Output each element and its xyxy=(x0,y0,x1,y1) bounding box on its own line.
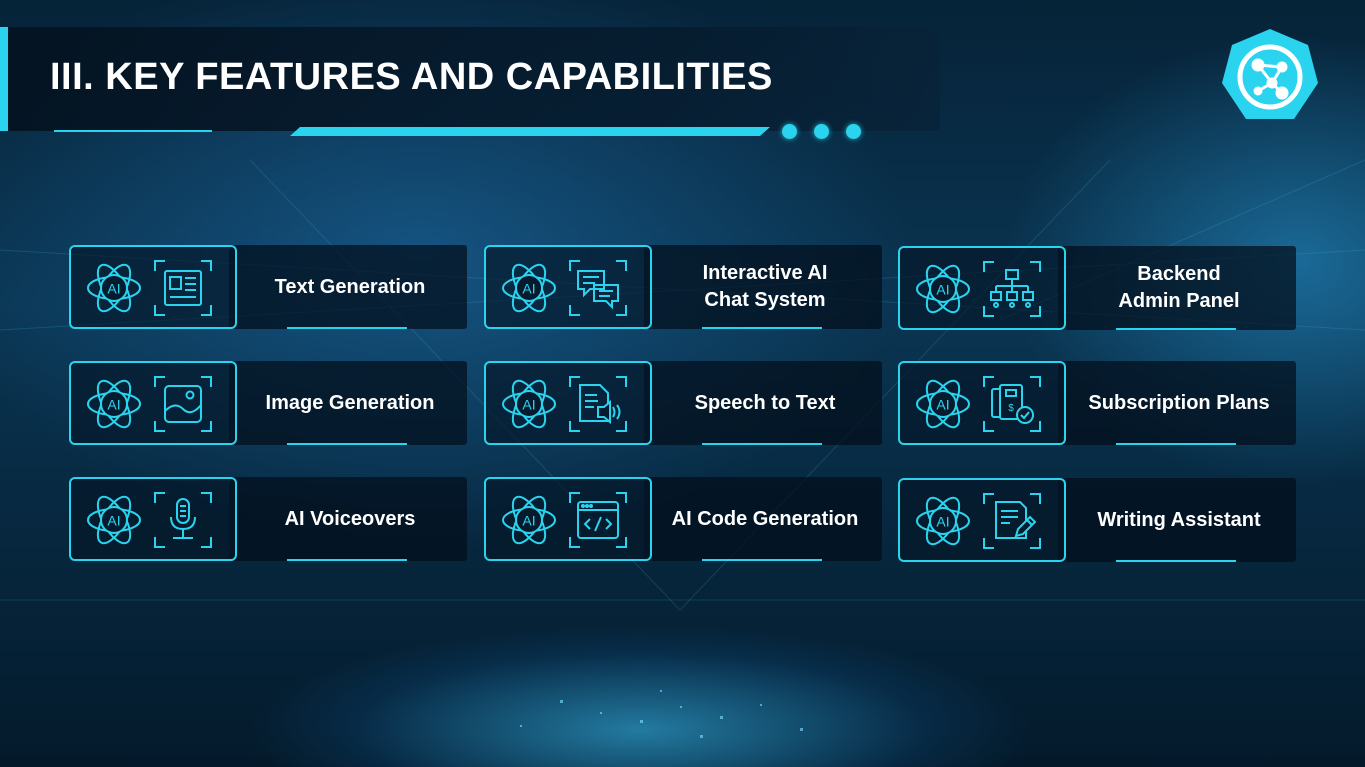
card-underline xyxy=(1116,328,1236,330)
ai-atom-icon xyxy=(500,259,558,317)
hierarchy-icon xyxy=(982,260,1042,318)
feature-label: Backend Admin Panel xyxy=(1118,263,1240,312)
speech-document-icon xyxy=(568,375,628,433)
icon-box xyxy=(484,477,652,561)
feature-card-ai-voiceovers: AI Voiceovers xyxy=(69,477,467,561)
card-underline xyxy=(702,559,822,561)
page-title: III. KEY FEATURES AND CAPABILITIES xyxy=(50,56,773,98)
network-logo-icon xyxy=(1222,29,1318,119)
feature-card-subscription-plans: $ Subscription Plans xyxy=(898,361,1296,445)
card-underline xyxy=(1116,443,1236,445)
ai-atom-icon xyxy=(85,259,143,317)
feature-card-writing-assistant: Writing Assistant xyxy=(898,478,1296,562)
feature-label: Subscription Plans xyxy=(1088,391,1270,414)
decor-dot xyxy=(814,124,829,139)
svg-text:$: $ xyxy=(1008,403,1014,414)
feature-label: AI Code Generation xyxy=(671,507,859,530)
decor-dot xyxy=(846,124,861,139)
title-underline-long xyxy=(290,127,770,136)
ai-atom-icon xyxy=(914,492,972,550)
ai-atom-icon xyxy=(85,491,143,549)
subscription-icon: $ xyxy=(982,375,1042,433)
feature-label: Writing Assistant xyxy=(1097,508,1261,531)
icon-box xyxy=(484,245,652,329)
card-background xyxy=(644,361,882,445)
feature-label: AI Voiceovers xyxy=(284,507,416,530)
feature-card-speech-to-text: Speech to Text xyxy=(484,361,882,445)
title-bar xyxy=(0,27,940,131)
feature-label: Image Generation xyxy=(265,391,435,414)
card-underline xyxy=(1116,560,1236,562)
ai-atom-icon xyxy=(500,491,558,549)
microphone-icon xyxy=(153,491,213,549)
edit-document-icon xyxy=(982,492,1042,550)
decor-dot xyxy=(782,124,797,139)
chat-bubbles-icon xyxy=(568,259,628,317)
card-underline xyxy=(702,327,822,329)
icon-box xyxy=(69,361,237,445)
icon-box: $ xyxy=(898,361,1066,445)
card-background xyxy=(229,245,467,329)
card-background xyxy=(644,477,882,561)
icon-box xyxy=(898,246,1066,330)
card-background xyxy=(1058,361,1296,445)
image-icon xyxy=(153,375,213,433)
ai-atom-icon xyxy=(914,260,972,318)
card-underline xyxy=(702,443,822,445)
feature-label: Interactive AI Chat System xyxy=(702,262,828,311)
card-underline xyxy=(287,443,407,445)
card-background xyxy=(1058,478,1296,562)
feature-card-text-generation: Text Generation xyxy=(69,245,467,329)
feature-label: Speech to Text xyxy=(694,391,836,414)
feature-card-chat-system: Interactive AI Chat System xyxy=(484,245,882,329)
ai-atom-icon xyxy=(914,375,972,433)
ai-atom-icon xyxy=(85,375,143,433)
card-background xyxy=(1058,246,1296,330)
feature-label: Text Generation xyxy=(274,275,426,298)
card-background xyxy=(229,477,467,561)
feature-card-code-generation: AI Code Generation xyxy=(484,477,882,561)
card-underline xyxy=(287,327,407,329)
icon-box xyxy=(898,478,1066,562)
article-icon xyxy=(153,259,213,317)
title-underline-short xyxy=(54,130,212,132)
ai-atom-icon xyxy=(500,375,558,433)
icon-box xyxy=(69,245,237,329)
title-accent-bar xyxy=(0,27,8,131)
card-background xyxy=(644,245,882,329)
code-window-icon xyxy=(568,491,628,549)
feature-card-image-generation: Image Generation xyxy=(69,361,467,445)
feature-card-admin-panel: Backend Admin Panel xyxy=(898,246,1296,330)
card-underline xyxy=(287,559,407,561)
card-background xyxy=(229,361,467,445)
icon-box xyxy=(69,477,237,561)
icon-box xyxy=(484,361,652,445)
